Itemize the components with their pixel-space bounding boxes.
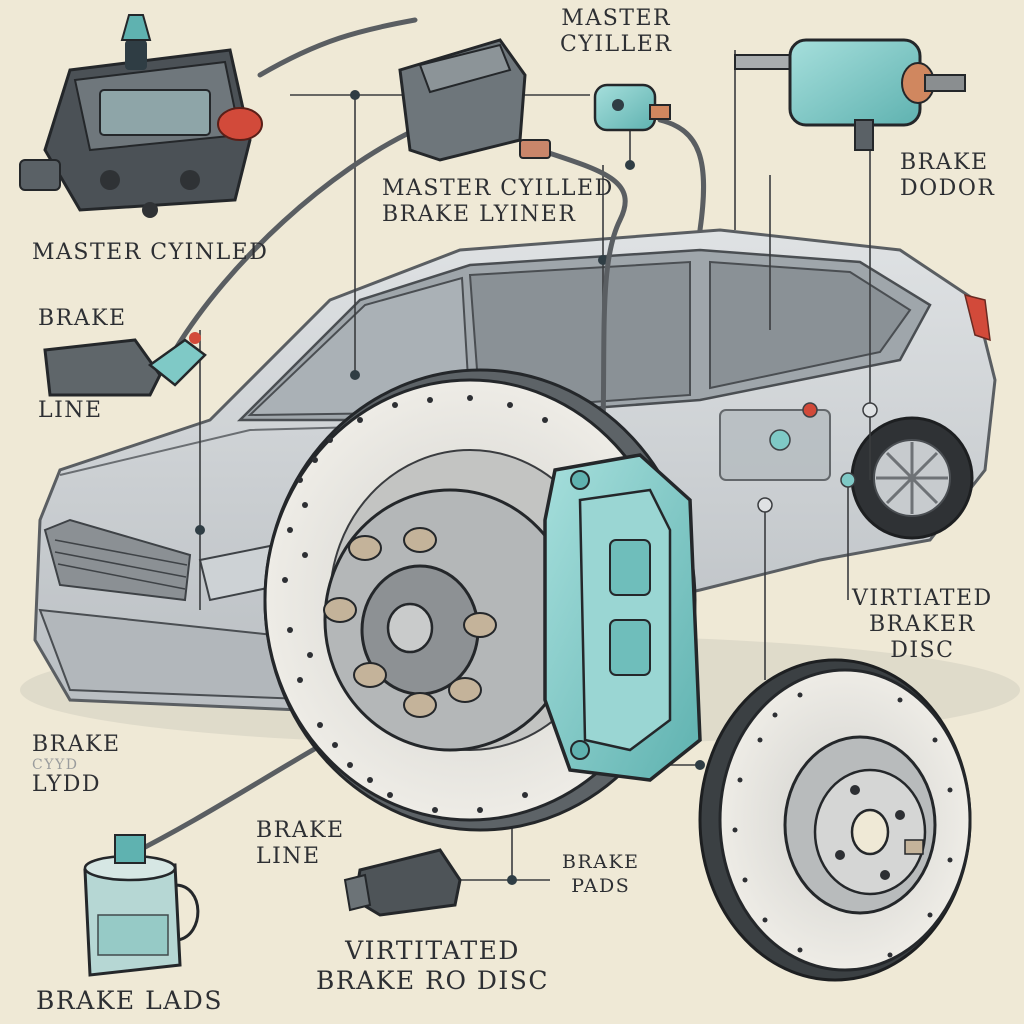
label-line: LINE [256,844,321,869]
label-line: BRAKE [900,150,989,175]
brake-pad-lower-icon [343,848,462,917]
label-line: BRAKE [562,851,640,873]
label-line: DISC [890,638,955,663]
label-line: BRAKE RO DISC [316,966,550,995]
master-cylinder-icon [19,14,263,218]
label-brake-left: BRAKE [38,306,127,331]
fluid-reservoir-icon [83,834,200,977]
label-brake-line-lower: BRAKE LINE [256,818,345,870]
label-line: CYYD [32,757,79,773]
label-line: VIRTITATED [345,936,520,965]
label-brake-cyydd: BRAKE CYYD LYDD [32,732,121,798]
brake-disc-icon [698,658,972,982]
label-brake-pads: BRAKE PADS [562,850,640,898]
label-brake-dodor: BRAKE DODOR [900,150,995,202]
brake-pad-icon [43,332,207,397]
label-line: CYILLER [560,32,673,57]
brake-sensor-icon [593,83,671,132]
label-line: MASTER CYILLED [382,176,614,201]
label-line: LYDD [32,772,102,797]
label-line: BRAKE [32,732,121,757]
label-virtiated-braker-disc: VIRTIATED BRAKER DISC [852,586,993,664]
brake-hoses [117,17,707,863]
label-line: BRAKE [256,818,345,843]
brake-reservoir-top-icon [734,38,966,151]
label-line: VIRTIATED [852,586,993,611]
label-line-left: LINE [38,398,103,423]
label-line: BRAKER [869,612,976,637]
label-line: DODOR [900,176,996,201]
label-line: MASTER [561,6,672,31]
label-line: BRAKE LYINER [382,202,577,227]
brake-line-connector-icon [398,38,551,162]
label-brake-lads: BRAKE LADS [36,986,223,1015]
label-master-cyliller: MASTER CYILLER [560,6,672,58]
label-virtitated-brake-disc: VIRTITATED BRAKE RO DISC [316,936,549,996]
label-master-cylilled: MASTER CYILLED BRAKE LYINER [382,176,614,228]
brake-caliper-icon [543,453,702,782]
label-line: PADS [571,875,631,897]
label-master-cylinled: MASTER CYINLED [32,240,269,265]
